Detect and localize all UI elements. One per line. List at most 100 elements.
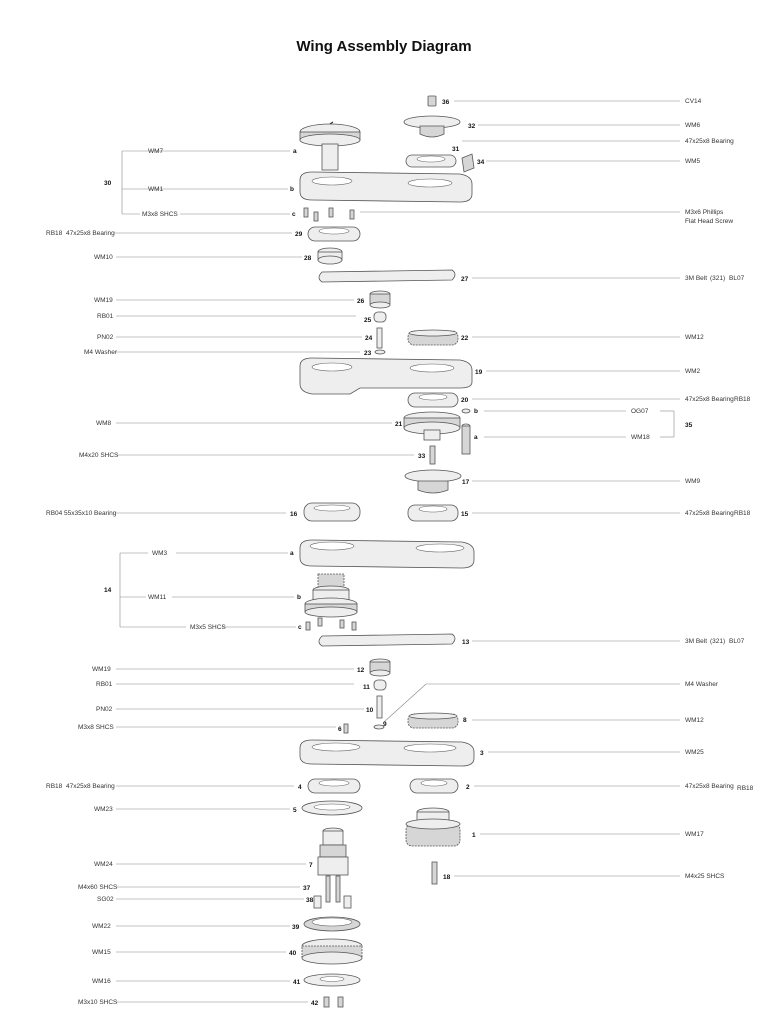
label-belt-27-size: (321) [710, 275, 725, 282]
label-belt-13-size: (321) [710, 638, 725, 645]
num-31: 31 [452, 146, 460, 153]
label-cv14: CV14 [685, 98, 702, 105]
label-bearing-15: 47x25x8 Bearing [685, 510, 734, 517]
label-wm15: WM15 [92, 949, 111, 956]
label-wm2: WM2 [685, 368, 701, 375]
label-m3x8-shcs-bottom: M3x8 SHCS [78, 724, 114, 731]
num-1: 1 [472, 832, 476, 839]
part-39-wm22 [303, 916, 361, 932]
part-18-screw [431, 861, 438, 885]
num-25: 25 [364, 317, 372, 324]
label-belt-27-bl07: BL07 [729, 275, 745, 282]
label-wm19-top: WM19 [94, 297, 113, 304]
part-2-bearing [409, 778, 459, 794]
part-21-wm8 [403, 411, 461, 441]
num-40: 40 [289, 950, 297, 957]
label-rb18-2: RB18 [737, 785, 754, 792]
label-wm3: WM3 [152, 550, 168, 557]
part-29-bearing [307, 226, 361, 242]
label-bearing-29: 47x25x8 Bearing [66, 230, 115, 237]
num-11: 11 [363, 684, 370, 691]
label-m4-washer-bottom: M4 Washer [685, 681, 719, 688]
num-8: 8 [463, 717, 467, 724]
num-27: 27 [461, 276, 469, 283]
label-bearing-2: 47x25x8 Bearing [685, 783, 734, 790]
label-wm7: WM7 [148, 148, 164, 155]
part-numbers: 36 32 31 34 30 29 28 27 26 25 24 23 22 1… [104, 99, 693, 1007]
label-wm16: WM16 [92, 978, 111, 985]
part-42-screws [323, 996, 344, 1008]
part-31-bearing [405, 154, 457, 168]
num-32: 32 [468, 123, 476, 130]
part-4-bearing [307, 778, 361, 794]
num-35: 35 [685, 422, 693, 429]
num-5: 5 [293, 807, 297, 814]
label-belt-13-bl07: BL07 [729, 638, 745, 645]
label-wm9: WM9 [685, 478, 701, 485]
part-8-wm12-gear [407, 712, 459, 729]
label-rb04: RB04 [46, 510, 63, 517]
label-rb18-20: RB18 [734, 396, 751, 403]
part-41-wm16 [303, 973, 361, 987]
part-37-38-screws-springs [313, 875, 352, 909]
part-24-pn02 [376, 327, 383, 349]
num-22: 22 [461, 335, 469, 342]
part-35b-og07 [461, 408, 471, 414]
part-32-wm6 [403, 115, 461, 138]
label-wm18: WM18 [631, 434, 650, 441]
num-7: 7 [309, 862, 313, 869]
part-14c-screws [305, 617, 357, 631]
label-m3x8-shcs-top: M3x8 SHCS [142, 211, 178, 218]
part-5-wm23 [301, 800, 363, 816]
label-rb18-15: RB18 [734, 510, 751, 517]
num-20: 20 [461, 397, 469, 404]
part-30c-screws [303, 207, 355, 222]
num-17: 17 [462, 479, 470, 486]
num-36: 36 [442, 99, 450, 106]
letter-14b: b [297, 594, 301, 601]
part-1-wm17-gear [405, 807, 461, 847]
num-21: 21 [395, 421, 403, 428]
letter-14a: a [290, 550, 294, 557]
num-18: 18 [443, 874, 451, 881]
label-wm10: WM10 [94, 254, 113, 261]
letter-14c: c [298, 624, 302, 631]
part-17-wm9 [404, 469, 462, 494]
label-m4x20-shcs: M4x20 SHCS [79, 452, 119, 459]
num-33: 33 [418, 453, 426, 460]
part-15-bearing [407, 504, 459, 522]
label-wm12-bottom: WM12 [685, 717, 704, 724]
label-wm12-top: WM12 [685, 334, 704, 341]
letter-30a: a [293, 148, 297, 155]
label-wm1: WM1 [148, 186, 164, 193]
leader-lines [114, 100, 680, 1003]
part-10-pn02 [376, 695, 383, 719]
num-24: 24 [365, 335, 373, 342]
num-28: 28 [304, 255, 312, 262]
label-wm8: WM8 [96, 420, 112, 427]
part-27-belt [318, 269, 456, 283]
part-26-wm19 [369, 290, 391, 309]
part-3-wm25 [299, 739, 475, 767]
label-m3x5-shcs: M3x5 SHCS [190, 624, 226, 631]
part-30a-wm7 [299, 121, 361, 171]
num-4: 4 [298, 784, 302, 791]
labels-right: CV14 WM6 47x25x8 Bearing WM5 M3x6 Philli… [631, 98, 754, 880]
label-pn02-bottom: PN02 [96, 706, 113, 713]
letter-35b: b [474, 408, 478, 415]
label-wm22: WM22 [92, 923, 111, 930]
num-14: 14 [104, 587, 112, 594]
label-wm6: WM6 [685, 122, 701, 129]
part-12-wm19 [369, 658, 391, 677]
label-sg02: SG02 [97, 896, 114, 903]
part-40-wm15 [301, 938, 363, 965]
num-29: 29 [295, 231, 303, 238]
num-38: 38 [306, 897, 314, 904]
letter-30c: c [292, 211, 296, 218]
part-20-bearing [407, 392, 459, 408]
num-10: 10 [366, 707, 374, 714]
label-wm11: WM11 [148, 594, 167, 601]
num-37: 37 [303, 885, 311, 892]
num-12: 12 [357, 667, 365, 674]
label-rb01-top: RB01 [97, 313, 114, 320]
